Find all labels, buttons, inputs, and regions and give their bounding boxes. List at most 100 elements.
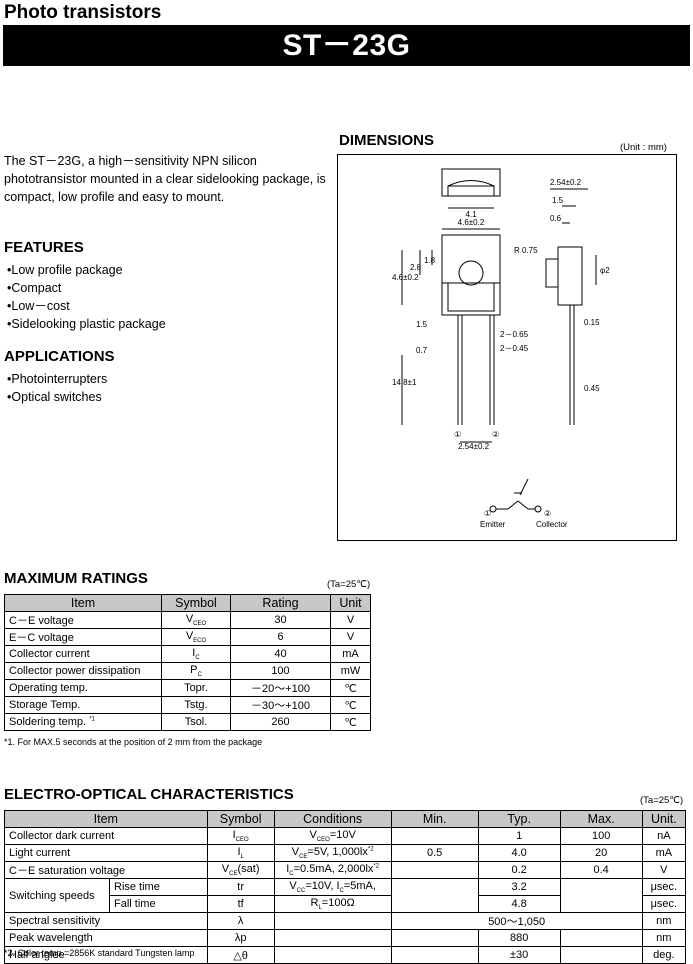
cell-min: 0.5 <box>390 844 479 862</box>
cell-typ: 0.2 <box>477 861 561 879</box>
pin1-label: ① <box>454 430 461 439</box>
cell-item: Peak wavelength <box>4 929 208 947</box>
list-item: Compact <box>7 279 166 297</box>
dim-254-bottom: 2.54±0.2 <box>458 442 490 451</box>
list-item: Low profile package <box>7 261 166 279</box>
light-arrow <box>519 478 529 496</box>
eo-condition: (Ta=25℃) <box>640 795 684 806</box>
cell-unit: V <box>641 861 687 879</box>
transistor-collector <box>517 500 529 510</box>
list-item: Photointerrupters <box>7 370 107 388</box>
cell-typ: 1 <box>477 827 561 845</box>
cell-conditions: VCE=5V, 1,000lx*2 <box>273 844 392 862</box>
cell-symbol: λ <box>206 912 275 930</box>
cell-item: Switching speeds <box>4 878 110 913</box>
cell-min <box>390 827 479 845</box>
column-header: Item <box>4 810 208 828</box>
column-header: Symbol <box>206 810 275 828</box>
dim-065: 2－0.65 <box>500 330 529 339</box>
dimensions-drawing: 4.1 4.6±0.2 2.54±0.2 1.5 0.6 R 0.75 φ2 4… <box>337 154 677 541</box>
cell-item: E－C voltage <box>4 628 162 646</box>
table-row: Switching speeds Rise time tr VCC=10V, I… <box>4 878 687 913</box>
cell-max: 100 <box>559 827 643 845</box>
cell-conditions <box>273 929 392 947</box>
cell-unit: nm <box>641 929 687 947</box>
cell-symbol: Tstg. <box>161 696 231 714</box>
features-heading: FEATURES <box>4 239 84 256</box>
cell-typ: 4.0 <box>477 844 561 862</box>
cell-conditions: VCC=10V, IC=5mA, <box>273 878 392 896</box>
collector-terminal <box>534 505 542 513</box>
cell-min <box>390 946 479 964</box>
transistor-emitter <box>507 500 519 510</box>
cell-symbol: tr <box>206 878 275 896</box>
column-header: Conditions <box>273 810 392 828</box>
cell-rating: 260 <box>230 713 331 731</box>
dim-28: 2.8 <box>410 263 422 272</box>
cell-typ: 880 <box>477 929 561 947</box>
table-row: Spectral sensitivity λ 500～1,050 nm <box>4 912 687 930</box>
max-ratings-table: Item Symbol Rating Unit C－E voltage VCEO… <box>4 594 371 731</box>
table-row: Collector current IC 40 mA <box>4 645 371 663</box>
dim-r075: R 0.75 <box>514 246 538 255</box>
cell-symbol: λp <box>206 929 275 947</box>
cell-item: Half anglee <box>4 946 208 964</box>
features-list: Low profile package Compact Low－cost Sid… <box>7 261 166 333</box>
cell-conditions: RL=100Ω <box>273 895 392 913</box>
cell-unit: nA <box>641 827 687 845</box>
cell-item: Operating temp. <box>4 679 162 697</box>
collector-label: Collector <box>536 520 568 529</box>
table-row: Storage Temp. Tstg. －30～+100 ℃ <box>4 696 371 714</box>
cell-max <box>559 929 643 947</box>
cell-item: Collector current <box>4 645 162 663</box>
cell-symbol: VECO <box>161 628 231 646</box>
cell-typ: 500～1,050 <box>390 912 643 930</box>
dimensions-unit: (Unit : mm) <box>620 142 667 153</box>
table-row: Operating temp. Topr. －20～+100 ℃ <box>4 679 371 697</box>
cell-symbol: tf <box>206 895 275 913</box>
column-header: Typ. <box>477 810 561 828</box>
dim-045-right: 0.45 <box>584 384 600 393</box>
table-row: Fall time tf RL=100Ω 4.8 μsec. <box>5 895 687 913</box>
cell-conditions: IC=0.5mA, 2,000lx*2 <box>273 861 392 879</box>
dim-phi2: φ2 <box>600 266 610 275</box>
cell-max <box>559 946 643 964</box>
column-header: Rating <box>230 594 331 612</box>
cell-min <box>390 929 479 947</box>
cell-item: Light current <box>4 844 208 862</box>
cell-subitem: Rise time <box>109 878 208 896</box>
dimensions-heading: DIMENSIONS <box>339 132 435 149</box>
dim-15v: 1.5 <box>416 320 428 329</box>
dim-18: 1.8 <box>424 256 436 265</box>
table-row: E－C voltage VECO 6 V <box>4 628 371 646</box>
cell-unit: ℃ <box>330 679 371 697</box>
column-header: Max. <box>559 810 643 828</box>
dim-06: 0.6 <box>550 214 562 223</box>
dim-015: 0.15 <box>584 318 600 327</box>
table-header-row: Item Symbol Rating Unit <box>4 594 371 612</box>
column-header: Item <box>4 594 162 612</box>
table-row: C－E voltage VCEO 30 V <box>4 611 371 629</box>
cell-symbol: IL <box>206 844 275 862</box>
table-row: Peak wavelength λp 880 nm <box>4 929 687 947</box>
dim-07: 0.7 <box>416 346 428 355</box>
eo-heading: ELECTRO-OPTICAL CHARACTERISTICS <box>4 786 294 803</box>
cell-unit: μsec. <box>641 878 687 896</box>
dim-148: 14.8±1 <box>392 378 417 387</box>
column-header: Symbol <box>161 594 231 612</box>
cell-conditions: VCEO=10V <box>273 827 392 845</box>
cell-unit: mA <box>641 844 687 862</box>
cell-typ: 4.8 <box>477 895 561 913</box>
emitter-pin-number: ① <box>484 509 491 518</box>
top-view-lens-curve <box>447 180 495 187</box>
footnote-2: *2. Color temp.=2856K standard Tungsten … <box>4 948 195 958</box>
top-view-body <box>441 168 501 197</box>
cell-min <box>390 861 479 879</box>
table-row: Soldering temp. *1 Tsol. 260 ℃ <box>4 713 371 731</box>
cell-symbol: VCEO <box>161 611 231 629</box>
cell-conditions <box>273 912 392 930</box>
cell-item: C－E voltage <box>4 611 162 629</box>
collector-pin-number: ② <box>544 509 551 518</box>
cell-subitem: Fall time <box>109 895 208 913</box>
cell-rating: －20～+100 <box>230 679 331 697</box>
